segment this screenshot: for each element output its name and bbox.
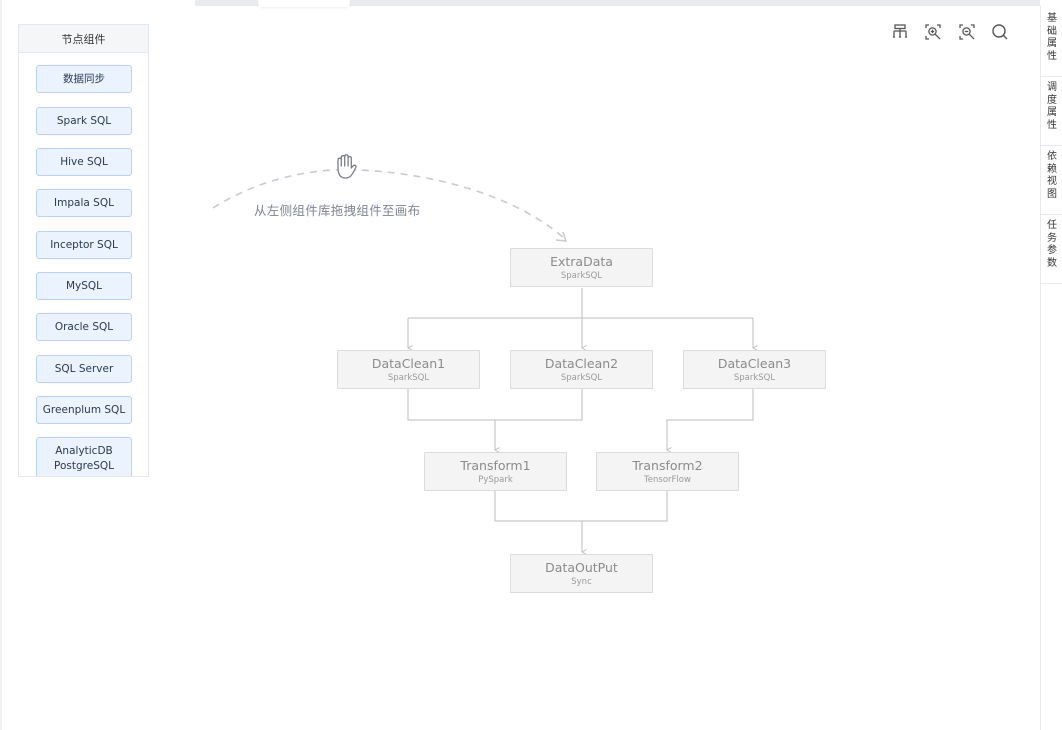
palette-item-greenplum-sql[interactable]: Greenplum SQL bbox=[36, 396, 132, 424]
side-tab-divider bbox=[1041, 214, 1062, 215]
palette-item-oracle-sql[interactable]: Oracle SQL bbox=[36, 313, 132, 341]
active-top-tab[interactable] bbox=[258, 0, 350, 7]
left-edge-divider bbox=[0, 0, 2, 730]
top-tab-strip bbox=[195, 0, 1040, 6]
drag-hint-text: 从左侧组件库拖拽组件至画布 bbox=[254, 203, 421, 218]
dag-node-extradata[interactable]: ExtraData SparkSQL bbox=[510, 248, 653, 287]
palette-item-spark-sql[interactable]: Spark SQL bbox=[36, 107, 132, 135]
side-tab-dependency-view[interactable]: 依赖视图 bbox=[1041, 151, 1062, 201]
side-tab-label: 依赖视图 bbox=[1047, 151, 1057, 200]
node-title: DataClean1 bbox=[371, 355, 446, 371]
node-title: DataClean2 bbox=[544, 355, 619, 371]
side-tab-divider bbox=[1041, 145, 1062, 146]
palette-item-mysql[interactable]: MySQL bbox=[36, 272, 132, 300]
side-tab-task-parameters[interactable]: 任务参数 bbox=[1041, 220, 1062, 270]
node-subtitle: Sync bbox=[571, 576, 592, 587]
right-side-tabs: 基础属性 调度属性 依赖视图 任务参数 bbox=[1040, 6, 1062, 730]
edges bbox=[407, 288, 753, 552]
side-tab-label: 调度属性 bbox=[1047, 82, 1057, 131]
palette-title: 节点组件 bbox=[19, 25, 148, 53]
node-title: Transform1 bbox=[460, 457, 531, 473]
palette-item-analyticdb-postgresql[interactable]: AnalyticDB PostgreSQL bbox=[36, 437, 132, 476]
zoom-out-icon[interactable] bbox=[957, 22, 977, 42]
node-subtitle: SparkSQL bbox=[560, 270, 603, 281]
hand-drag-icon bbox=[337, 154, 357, 179]
node-title: DataClean3 bbox=[717, 355, 792, 371]
dag-node-dataclean2[interactable]: DataClean2 SparkSQL bbox=[510, 350, 653, 389]
dag-node-transform2[interactable]: Transform2 TensorFlow bbox=[596, 452, 739, 491]
node-palette: 节点组件 数据同步 Spark SQL Hive SQL Impala SQL … bbox=[18, 24, 149, 477]
dag-node-dataoutput[interactable]: DataOutPut Sync bbox=[510, 554, 653, 593]
side-tab-label: 任务参数 bbox=[1047, 220, 1057, 269]
zoom-in-icon[interactable] bbox=[923, 22, 943, 42]
dag-node-transform1[interactable]: Transform1 PySpark bbox=[424, 452, 567, 491]
palette-item-sql-server[interactable]: SQL Server bbox=[36, 355, 132, 383]
side-tab-divider bbox=[1041, 283, 1062, 284]
side-tab-schedule-properties[interactable]: 调度属性 bbox=[1041, 82, 1062, 132]
palette-item-hive-sql[interactable]: Hive SQL bbox=[36, 148, 132, 176]
node-subtitle: SparkSQL bbox=[387, 372, 430, 383]
side-tab-divider bbox=[1041, 76, 1062, 77]
node-subtitle: TensorFlow bbox=[644, 474, 691, 485]
palette-item-impala-sql[interactable]: Impala SQL bbox=[36, 189, 132, 217]
palette-item-data-sync[interactable]: 数据同步 bbox=[36, 65, 132, 93]
dag-node-dataclean1[interactable]: DataClean1 SparkSQL bbox=[337, 350, 480, 389]
dag-node-dataclean3[interactable]: DataClean3 SparkSQL bbox=[683, 350, 826, 389]
node-subtitle: SparkSQL bbox=[560, 372, 603, 383]
side-tab-label: 基础属性 bbox=[1047, 13, 1057, 62]
node-title: Transform2 bbox=[632, 457, 703, 473]
node-title: ExtraData bbox=[550, 253, 613, 269]
layout-tree-icon[interactable] bbox=[890, 22, 910, 42]
palette-item-inceptor-sql[interactable]: Inceptor SQL bbox=[36, 231, 132, 259]
node-subtitle: PySpark bbox=[478, 474, 513, 485]
drag-hint-arrowhead bbox=[555, 231, 568, 242]
search-icon[interactable] bbox=[990, 22, 1010, 42]
node-subtitle: SparkSQL bbox=[733, 372, 776, 383]
side-tab-basic-properties[interactable]: 基础属性 bbox=[1041, 13, 1062, 63]
node-title: DataOutPut bbox=[545, 559, 618, 575]
